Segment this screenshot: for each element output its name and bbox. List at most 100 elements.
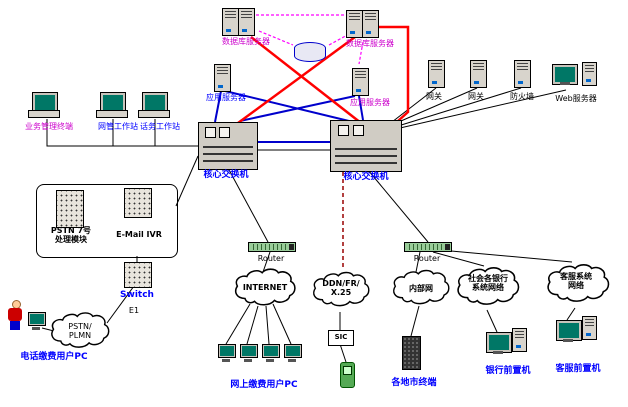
core-switch-right-label: 核心交换机 <box>343 172 389 182</box>
workstation-base-2 <box>96 110 128 118</box>
link <box>393 87 478 125</box>
link <box>439 249 573 263</box>
pstn-module-label: PSTN 7号 处理模块 <box>50 226 92 245</box>
link <box>367 169 429 243</box>
web-user-pc-icon-4 <box>284 344 302 358</box>
link <box>258 30 294 46</box>
gateway2-label: 网关 <box>468 92 484 101</box>
link <box>358 41 364 65</box>
web-server-label: Web服务器 <box>555 94 597 103</box>
link <box>214 90 222 123</box>
db-server-icon-2 <box>238 8 255 36</box>
link <box>225 303 251 345</box>
web-user-pc-icon-1 <box>218 344 236 358</box>
router-icon-left <box>248 242 296 252</box>
link <box>272 303 292 345</box>
core-switch-icon-right <box>330 120 402 172</box>
pc-base <box>288 359 296 362</box>
web-server-monitor-icon <box>552 64 578 85</box>
black-links <box>41 87 576 363</box>
link <box>237 35 356 125</box>
link <box>566 307 576 321</box>
link <box>227 167 269 243</box>
gateway-icon-1 <box>428 60 445 88</box>
router-left-label: Router <box>257 254 285 263</box>
link <box>106 285 135 324</box>
link <box>358 95 364 121</box>
link <box>250 36 362 124</box>
workstation2-label: 网管工作站 <box>98 122 138 131</box>
link <box>399 89 567 129</box>
link <box>239 95 356 122</box>
link <box>46 119 198 147</box>
app-left-label: 应用服务器 <box>206 93 246 102</box>
person-icon-body <box>8 308 22 321</box>
city-terminal-icon <box>402 336 421 370</box>
pstn-module-icon <box>56 190 84 228</box>
cs-fep-tower-icon <box>582 316 597 340</box>
link <box>224 90 350 122</box>
app-server-icon-right <box>352 68 369 96</box>
pc-base <box>244 359 252 362</box>
link <box>339 343 347 363</box>
switch-label: Switch <box>120 290 154 300</box>
ivr-module-icon <box>124 188 152 218</box>
link <box>397 87 522 127</box>
db-left-label: 数据库服务器 <box>222 37 270 46</box>
cs-fep-label: 客服前置机 <box>555 364 601 374</box>
pc-base <box>266 359 274 362</box>
firewall-icon <box>514 60 531 88</box>
person-icon-legs <box>10 321 20 330</box>
workstation-base-3 <box>138 110 170 118</box>
blue-links <box>214 90 364 143</box>
workstation1-label: 业务管理终端 <box>25 122 73 131</box>
link <box>246 305 259 345</box>
router-right-label: Router <box>413 254 441 263</box>
app-right-label: 应用服务器 <box>350 98 390 107</box>
phone-user-label: 电话缴费用户PC <box>20 352 88 362</box>
internet-cloud-label: INTERNET <box>242 283 288 292</box>
pstn-module-box <box>36 184 178 258</box>
web-user-pc-icon-3 <box>262 344 280 358</box>
bank-network-cloud-label: 社会各银行 系统网络 <box>468 274 508 293</box>
bank-fep-tower-icon <box>512 328 527 352</box>
intranet-cloud-label: 内部网 <box>409 284 433 293</box>
service-network-cloud-label: 客服系统 网络 <box>560 272 592 291</box>
phone-user-pc-base <box>32 327 40 330</box>
web-user-pc-icon-2 <box>240 344 258 358</box>
link <box>415 251 421 273</box>
pstn-cloud-label: PSTN/ PLMN <box>68 322 92 341</box>
pc-base <box>222 359 230 362</box>
link <box>410 305 420 337</box>
db-right-label: 数据库服务器 <box>346 39 394 48</box>
web-user-label: 网上缴费用户PC <box>230 380 298 390</box>
switch-icon <box>124 262 152 288</box>
ddn-cloud-label: DDN/FR/ X.25 <box>322 279 360 298</box>
sic-box: SIC <box>328 330 354 346</box>
link <box>391 87 437 123</box>
link <box>432 251 485 267</box>
workstation-icon-1 <box>32 92 58 113</box>
db-server-icon-4 <box>362 10 379 38</box>
city-terminal-label: 各地市终端 <box>391 378 437 388</box>
db-server-icon-3 <box>346 10 363 38</box>
link <box>370 25 410 122</box>
cs-fep-monitor-icon <box>556 320 582 341</box>
core-switch-icon-left <box>198 122 258 170</box>
gateway1-label: 网关 <box>426 92 442 101</box>
core-switch-left-label: 核心交换机 <box>203 170 249 180</box>
app-server-icon-left <box>214 64 231 92</box>
ivr-label: E-Mail IVR <box>116 230 162 239</box>
firewall-label: 防火墙 <box>510 92 534 101</box>
web-server-monitor-base <box>560 82 570 85</box>
web-server-tower-icon <box>582 62 597 86</box>
bank-fep-base <box>493 351 503 354</box>
workstation3-label: 话务工作站 <box>140 122 180 131</box>
disk-array-icon <box>294 42 326 62</box>
mobile-pos-icon <box>340 362 355 388</box>
cs-fep-base <box>563 339 573 342</box>
phone-user-pc-icon <box>28 312 46 326</box>
router-icon-right <box>404 242 452 252</box>
